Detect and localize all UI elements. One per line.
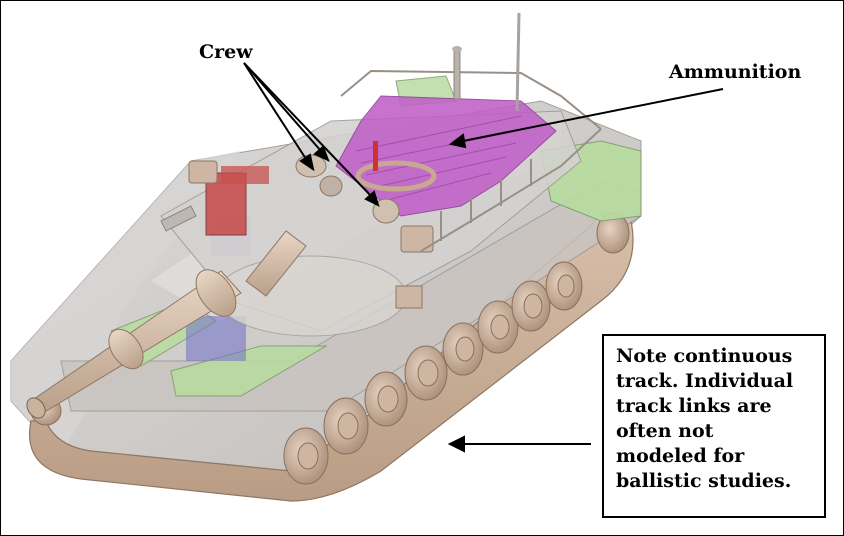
road-wheel — [511, 280, 551, 332]
annotation-arrows — [243, 62, 724, 453]
road-wheel — [364, 371, 408, 427]
note-text: Note continuous track. Individual track … — [616, 344, 816, 494]
crew-label: Crew — [199, 41, 253, 63]
note-line: often not — [616, 420, 714, 442]
road-wheel — [477, 300, 519, 354]
main-gun — [26, 230, 307, 419]
note-box: Note continuous track. Individual track … — [602, 334, 826, 518]
road-wheel — [283, 427, 329, 485]
road-wheel — [323, 397, 369, 455]
road-wheel — [545, 261, 583, 311]
note-line: track links are — [616, 395, 772, 417]
ammunition-label: Ammunition — [669, 61, 802, 83]
ammunition-arrow — [448, 88, 724, 149]
note-line: modeled for — [616, 445, 745, 467]
smoke-dischargers — [188, 160, 434, 253]
stowage-boxes — [160, 205, 423, 309]
ammunition-compartment — [335, 95, 557, 217]
track-arrow — [447, 435, 591, 453]
commander-hatch-ring — [355, 160, 437, 192]
crew-arrow-right — [243, 62, 380, 207]
note-line: track. Individual — [616, 370, 794, 392]
antennas — [452, 12, 521, 112]
note-line: ballistic studies. — [616, 470, 792, 492]
road-wheel — [442, 322, 484, 376]
crew-arrow-left — [243, 62, 315, 172]
road-wheel — [404, 345, 448, 401]
bustle-rack — [340, 69, 602, 252]
note-line: Note continuous — [616, 345, 793, 367]
